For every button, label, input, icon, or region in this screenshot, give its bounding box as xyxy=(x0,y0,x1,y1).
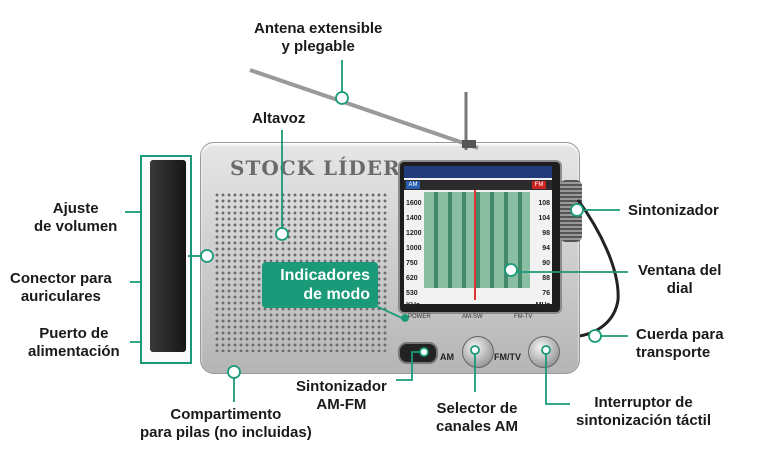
label-strap-line2: transporte xyxy=(636,344,711,361)
label-volume: Ajuste de volumen xyxy=(34,200,117,236)
label-antenna-line1: Antena extensible xyxy=(254,20,383,37)
fmtv-button-label: FM/TV xyxy=(494,352,521,362)
label-battery-line1: Compartimento xyxy=(170,406,282,423)
am-scale: 1600 1400 1200 1000 750 620 530 KHz xyxy=(406,196,424,310)
mode-indicators-line1: Indicadores xyxy=(280,267,370,284)
mode-indicators-line2: de modo xyxy=(303,286,370,303)
label-touch-switch: Interruptor de sintonización táctil xyxy=(576,394,711,430)
am-button-label: AM xyxy=(440,352,454,362)
fm-scale-value: 104 xyxy=(538,215,550,222)
antenna-base xyxy=(462,140,476,148)
fmtv-indicator: FM-TV xyxy=(514,314,533,320)
fm-scale-value: 94 xyxy=(542,245,550,252)
label-headphone: Conector para auriculares xyxy=(10,270,112,306)
dial-band-row xyxy=(404,180,552,190)
tuning-needle xyxy=(474,190,476,300)
fm-scale-value: 90 xyxy=(542,260,550,267)
fm-unit: MHz xyxy=(535,302,550,309)
am-scale-value: 1200 xyxy=(406,230,422,237)
label-dial-window-line1: Ventana del xyxy=(638,262,722,279)
label-tuner: Sintonizador xyxy=(628,202,719,220)
label-strap-line1: Cuerda para xyxy=(636,326,724,343)
indicator-strip: POWER AM-SW FM-TV xyxy=(404,312,554,326)
am-scale-value: 750 xyxy=(406,260,418,267)
fm-scale-value: 76 xyxy=(542,290,550,297)
label-touch-switch-line1: Interruptor de xyxy=(594,394,693,411)
label-battery-line2: para pilas (no incluidas) xyxy=(140,424,312,441)
amsw-indicator: AM-SW xyxy=(462,314,483,320)
carry-strap xyxy=(576,199,620,338)
label-volume-line1: Ajuste xyxy=(52,200,99,217)
label-am-fm-tuner-line1: Sintonizador xyxy=(296,378,387,395)
fm-scale-value: 98 xyxy=(542,230,550,237)
label-dial-window: Ventana del dial xyxy=(638,262,721,298)
label-antenna-line2: y plegable xyxy=(281,38,355,55)
label-headphone-line2: auriculares xyxy=(20,288,101,305)
label-am-channel: Selector de canales AM xyxy=(436,400,518,436)
label-am-channel-line2: canales AM xyxy=(436,418,518,435)
am-fm-tuner-switch[interactable] xyxy=(398,342,438,364)
fm-scale-value: 88 xyxy=(542,275,550,282)
am-scale-value: 1400 xyxy=(406,215,422,222)
am-tag: AM xyxy=(406,181,420,189)
label-antenna: Antena extensible y plegable xyxy=(254,20,382,56)
fm-tag: FM xyxy=(532,181,546,189)
side-panel xyxy=(150,160,186,352)
label-speaker: Altavoz xyxy=(252,110,305,128)
label-speaker-line1: Altavoz xyxy=(252,110,306,127)
label-dial-window-line2: dial xyxy=(666,280,693,297)
am-scale-value: 1600 xyxy=(406,200,422,207)
label-volume-line2: de volumen xyxy=(34,218,118,235)
fm-scale-value: 108 xyxy=(538,200,550,207)
brand-logo: STOCK LÍDER xyxy=(230,156,401,180)
label-tuner-line1: Sintonizador xyxy=(628,202,719,219)
mode-indicators-callout: Indicadores de modo xyxy=(262,262,378,308)
dial-top-strip xyxy=(404,166,552,178)
label-strap: Cuerda para transporte xyxy=(636,326,724,362)
label-am-channel-line1: Selector de xyxy=(436,400,518,417)
label-battery: Compartimento para pilas (no incluidas) xyxy=(140,406,312,442)
label-touch-switch-line2: sintonización táctil xyxy=(576,412,712,429)
am-scale-value: 1000 xyxy=(406,245,422,252)
am-scale-value: 530 xyxy=(406,290,418,297)
am-scale-value: 620 xyxy=(406,275,418,282)
label-power-port-line2: alimentación xyxy=(28,343,120,360)
power-indicator: POWER xyxy=(408,314,431,320)
label-am-fm-tuner-line2: AM-FM xyxy=(316,396,367,413)
am-channel-selector[interactable] xyxy=(462,336,494,368)
label-power-port-line1: Puerto de xyxy=(39,325,109,342)
fm-scale: 108 104 98 94 90 88 76 MHz xyxy=(532,196,550,310)
antenna-rod xyxy=(249,68,479,150)
label-power-port: Puerto de alimentación xyxy=(28,325,120,361)
am-unit: KHz xyxy=(406,302,420,309)
label-headphone-line1: Conector para xyxy=(10,270,112,287)
label-am-fm-tuner: Sintonizador AM-FM xyxy=(296,378,387,414)
